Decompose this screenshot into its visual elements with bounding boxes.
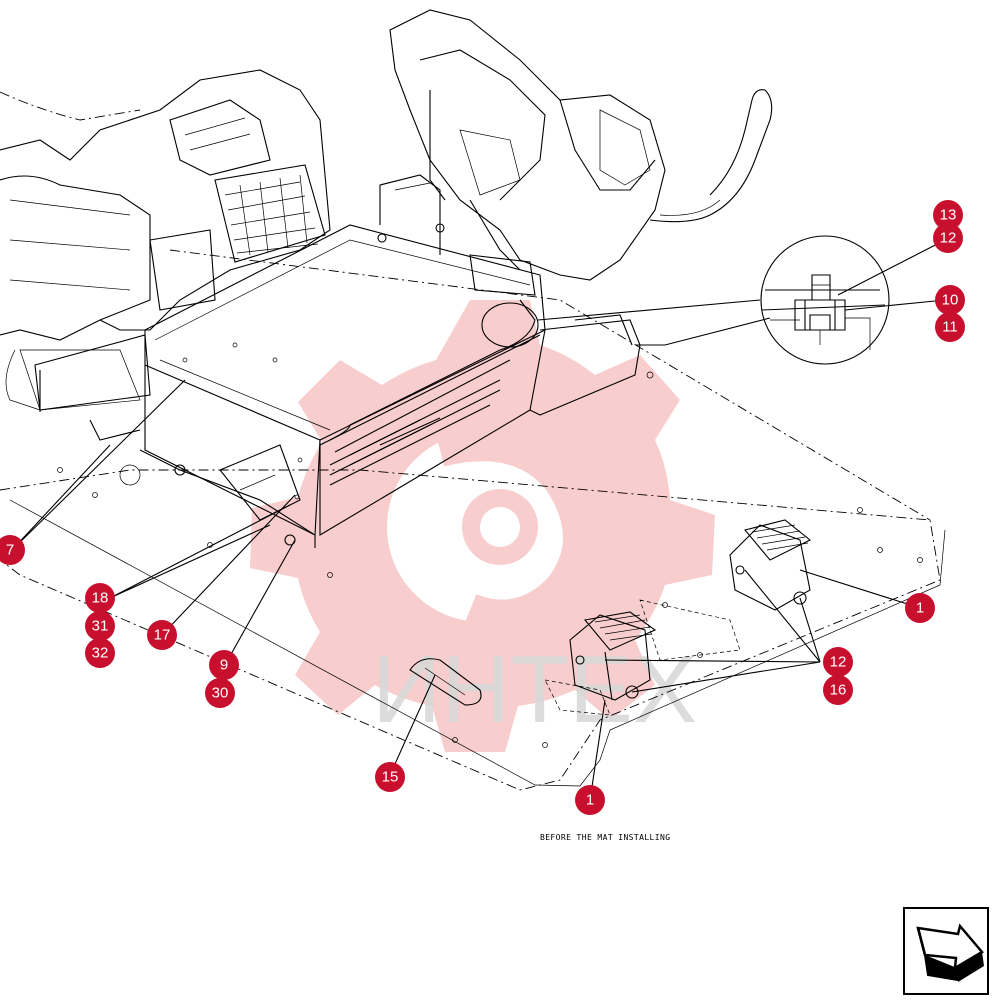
next-page-button[interactable] <box>903 907 989 995</box>
callout-9[interactable]: 9 <box>209 650 239 680</box>
svg-text:15: 15 <box>382 769 399 786</box>
floor-plate <box>0 91 946 791</box>
callout-12-bottom[interactable]: 12 <box>823 647 853 677</box>
callout-13[interactable]: 13 <box>933 200 963 230</box>
callout-7[interactable]: 7 <box>0 535 25 565</box>
svg-text:10: 10 <box>942 292 959 309</box>
svg-text:16: 16 <box>830 682 847 699</box>
svg-text:11: 11 <box>942 319 958 336</box>
svg-text:13: 13 <box>940 207 957 224</box>
svg-text:12: 12 <box>830 654 847 671</box>
callouts: 13 12 10 11 7 18 31 32 <box>0 200 965 815</box>
svg-text:32: 32 <box>92 645 109 662</box>
callout-30[interactable]: 30 <box>205 678 235 708</box>
callout-1-bottom[interactable]: 1 <box>575 785 605 815</box>
watermark: ИНТЕХ <box>250 300 715 752</box>
svg-text:1: 1 <box>916 600 924 617</box>
svg-text:7: 7 <box>6 542 14 559</box>
callout-17[interactable]: 17 <box>147 620 177 650</box>
callout-15[interactable]: 15 <box>375 762 405 792</box>
svg-text:17: 17 <box>154 627 171 644</box>
engine-assembly <box>0 69 331 441</box>
callout-10[interactable]: 10 <box>935 285 965 315</box>
svg-text:30: 30 <box>212 685 229 702</box>
svg-text:9: 9 <box>220 657 228 674</box>
callout-18[interactable]: 18 <box>85 583 115 613</box>
seat-console <box>389 9 773 296</box>
watermark-gear-icon <box>250 300 715 752</box>
leader-lines <box>11 239 946 801</box>
callout-11[interactable]: 11 <box>935 312 965 342</box>
callout-32[interactable]: 32 <box>85 638 115 668</box>
svg-text:31: 31 <box>92 618 109 635</box>
watermark-text: ИНТЕХ <box>372 636 697 743</box>
battery-box <box>139 174 641 548</box>
arrow-next-icon <box>916 923 984 982</box>
svg-text:12: 12 <box>940 230 957 247</box>
detail-view <box>481 235 890 365</box>
svg-text:18: 18 <box>92 590 109 607</box>
footrest-pedals <box>409 519 812 706</box>
callout-31[interactable]: 31 <box>85 611 115 641</box>
callout-16[interactable]: 16 <box>823 675 853 705</box>
diagram-caption: BEFORE THE MAT INSTALLING <box>540 833 670 842</box>
svg-text:1: 1 <box>586 792 594 809</box>
callout-12-top[interactable]: 12 <box>933 223 963 253</box>
callout-1-right[interactable]: 1 <box>905 593 935 623</box>
